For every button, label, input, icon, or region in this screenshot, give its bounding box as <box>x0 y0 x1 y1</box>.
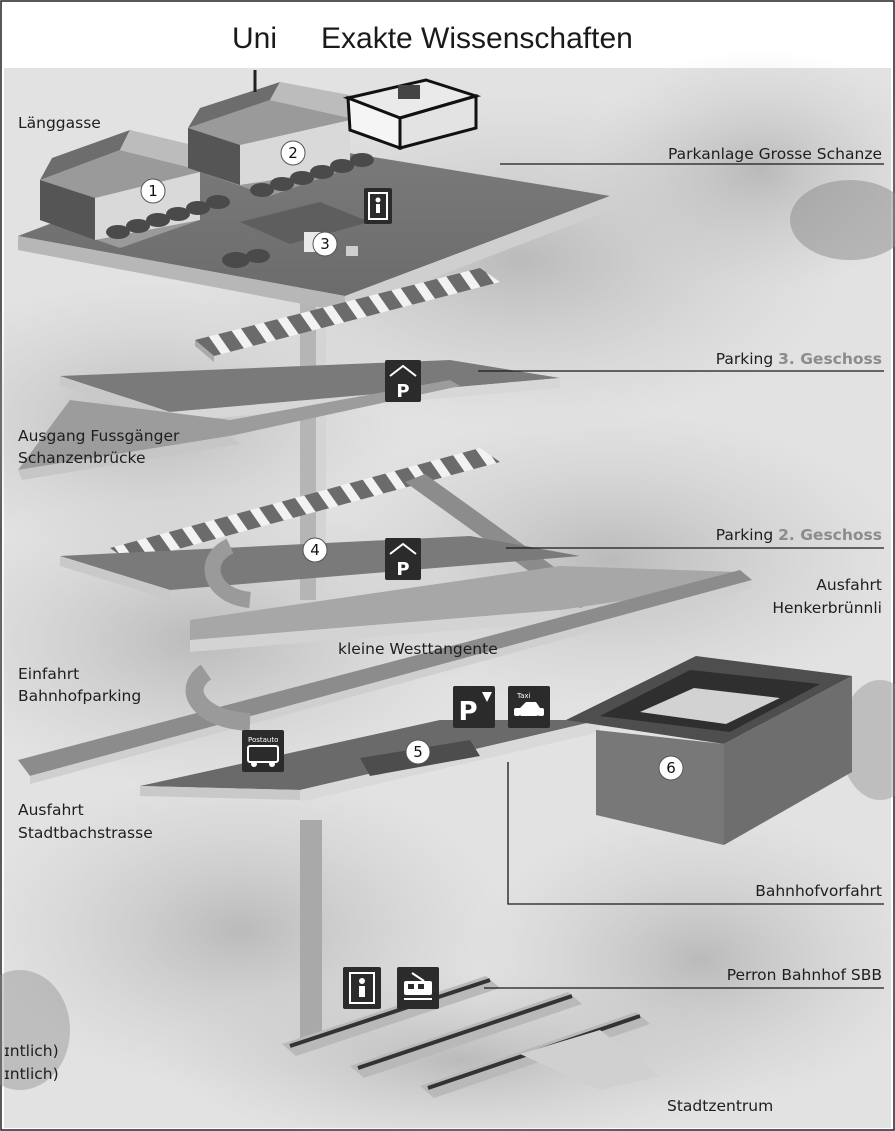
ramp-level2 <box>110 448 500 562</box>
train-sign <box>397 967 439 1009</box>
label-einfahrt-2: Bahnhofparking <box>18 687 141 705</box>
taxi-label: Taxi <box>516 692 531 700</box>
taxi-sign: Taxi <box>508 686 550 728</box>
label-cut-1: ɪntlich) <box>4 1042 59 1060</box>
level-parking3 <box>18 360 560 480</box>
label-top-level: Parkanlage Grosse Schanze <box>668 145 882 163</box>
glass-cube <box>342 78 482 151</box>
label-ausfahrt-stadt-2: Stadtbachstrasse <box>18 824 153 842</box>
label-parking3: Parking 3. Geschoss <box>716 350 882 368</box>
marker-2: 2 <box>288 144 298 162</box>
label-parking3-floor: 3. Geschoss <box>778 350 882 368</box>
label-perron: Perron Bahnhof SBB <box>727 966 882 984</box>
label-ausgang-1: Ausgang Fussgänger <box>18 427 180 445</box>
label-einfahrt-1: Einfahrt <box>18 665 79 683</box>
westtangente-road <box>18 570 752 784</box>
marker-3: 3 <box>320 235 330 253</box>
parking-letter: P <box>396 559 409 580</box>
level-park <box>18 70 610 312</box>
title-prefix: Uni <box>232 22 277 55</box>
leader-lines <box>478 163 884 989</box>
labels: Länggasse Parkanlage Grosse Schanze Park… <box>4 114 882 1115</box>
label-parking2: Parking 2. Geschoss <box>716 526 882 544</box>
level-vorfahrt <box>140 720 600 802</box>
marker-5: 5 <box>413 743 423 761</box>
label-parking3-prefix: Parking <box>716 350 778 368</box>
level-parking2 <box>60 536 748 652</box>
marker-1: 1 <box>148 182 158 200</box>
number-markers: 1 2 3 4 5 6 <box>140 140 684 781</box>
ramp-level3 <box>195 268 500 362</box>
label-ausgang-2: Schanzenbrücke <box>18 449 146 467</box>
label-westtangente: kleine Westtangente <box>338 640 498 658</box>
marker-4: 4 <box>310 541 320 559</box>
label-parking2-floor: 2. Geschoss <box>778 526 882 544</box>
postauto-sign: Postauto <box>242 730 284 772</box>
label-ausfahrt-stadt-1: Ausfahrt <box>18 801 84 819</box>
perron-tracks <box>282 976 660 1098</box>
elevator-sign-perron <box>343 967 381 1009</box>
elevator-sign-top <box>364 188 392 224</box>
label-vorfahrt: Bahnhofvorfahrt <box>755 882 882 900</box>
parking-letter: P <box>458 697 477 727</box>
label-ausfahrt-henker-1: Ausfahrt <box>816 576 882 594</box>
label-laenggasse: Länggasse <box>18 114 101 132</box>
label-ausfahrt-henker-2: Henkerbrünnli <box>772 599 882 617</box>
parking-letter: P <box>396 381 409 402</box>
parking-sign-level2: P <box>385 538 421 580</box>
title-main: Exakte Wissenschaften <box>321 22 633 55</box>
parking-sign-level3: P <box>385 360 421 402</box>
building-6 <box>566 656 852 845</box>
label-cut-2: ɪntlich) <box>4 1065 59 1083</box>
postauto-label: Postauto <box>248 736 278 744</box>
label-stadtzentrum: Stadtzentrum <box>667 1097 773 1115</box>
marker-6: 6 <box>666 759 676 777</box>
parking-kiss-sign: P <box>453 686 495 728</box>
label-parking2-prefix: Parking <box>716 526 778 544</box>
title: Uni Exakte Wissenschaften <box>232 22 633 55</box>
